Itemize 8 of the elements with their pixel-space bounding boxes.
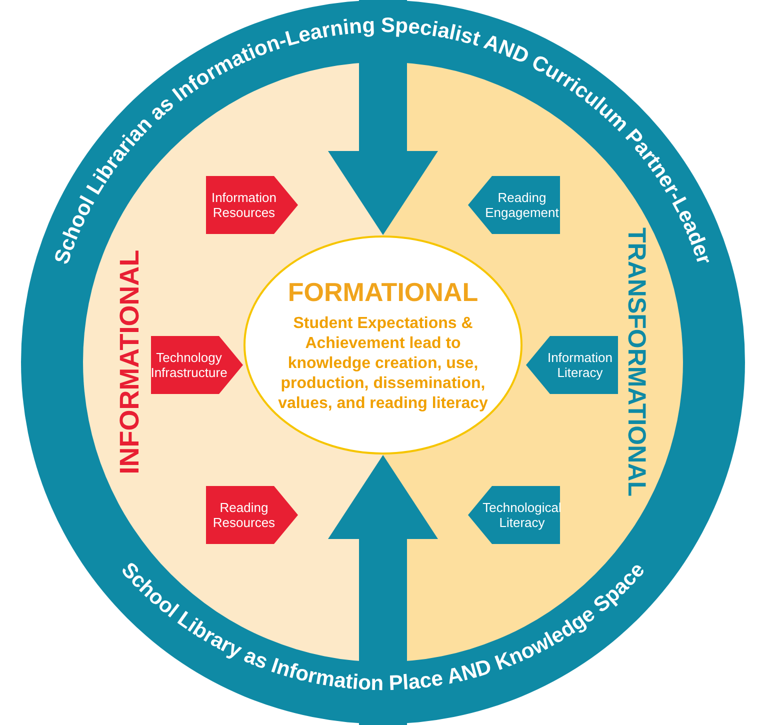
pentagon-arrow-tag: Technology Infrastructure [151, 336, 243, 394]
center-ellipse [243, 235, 523, 455]
section-heading: INFORMATIONAL [114, 250, 146, 474]
pentagon-arrow-tag: Information Literacy [526, 336, 618, 394]
center-heading: FORMATIONAL [288, 276, 478, 308]
center-text: Student Expectations & Achievement lead to knowledge creation, use, production, dissemination, values, and reading literacy [277, 314, 489, 414]
arrow [328, 455, 438, 725]
pentagon-arrow-tag: Reading Resources [206, 486, 298, 544]
